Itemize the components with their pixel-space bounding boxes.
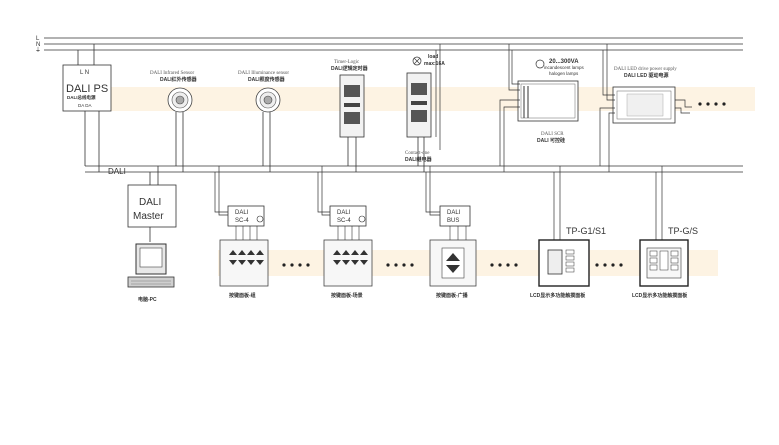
timer-label-cn: DALI逻辑定时器 bbox=[331, 65, 369, 72]
scr-label-cn: DALI 可控硅 bbox=[537, 137, 565, 144]
scr-rating-desc-1: incandescent lamps bbox=[544, 65, 585, 70]
scr-rating-desc-2: halogen lamps bbox=[549, 71, 579, 76]
pc-label: 电脑-PC bbox=[138, 296, 157, 303]
panel-1-label: 按键面板-组 bbox=[229, 292, 256, 299]
scr-module-icon bbox=[517, 80, 579, 122]
relay-label-cn: DALI继电器 bbox=[405, 156, 433, 163]
panel-2: 按键面板-场景 bbox=[323, 239, 373, 299]
led-driver-label-cn: DALI LED 驱动电源 bbox=[624, 72, 668, 79]
ir-sensor-label-cn: DALI红外传感器 bbox=[160, 76, 198, 83]
mains-lines bbox=[44, 37, 743, 51]
led-driver: DALI LED drive power supply DALI LED 驱动电… bbox=[599, 44, 726, 172]
power-supply-da: DA DA bbox=[78, 103, 92, 108]
master-line1: DALI bbox=[139, 197, 161, 208]
panel-4: TP-G1/S1 LCD显示多功能触摸面板 bbox=[530, 166, 606, 299]
relay-load-max: max:16A bbox=[424, 61, 445, 67]
panel-3-label: 按键面板-广播 bbox=[436, 292, 469, 299]
mains-label-pe: ⏚ bbox=[35, 47, 41, 54]
module-1: DALI SC-4 bbox=[214, 166, 265, 240]
relay-load-label: load bbox=[428, 54, 438, 60]
panel-3: 按键面板-广播 bbox=[429, 239, 477, 299]
mains-labels: L N ⏚ bbox=[35, 36, 41, 54]
power-supply-title: DALI PS bbox=[66, 83, 108, 95]
scr-rating: 20...300VA bbox=[549, 59, 579, 65]
master-line2: Master bbox=[133, 211, 164, 222]
panel-5: TP-G/S LCD显示多功能触摸面板 bbox=[632, 166, 698, 299]
panel-2-label: 按键面板-场景 bbox=[331, 292, 363, 299]
module-2-line1: DALI bbox=[337, 210, 351, 216]
module-3: DALI BUS bbox=[425, 166, 471, 240]
continuation-dots bbox=[698, 102, 726, 106]
module-1-line1: DALI bbox=[235, 210, 249, 216]
dots-4 bbox=[595, 263, 623, 267]
lux-sensor-label-en: DALI Illuminance sensor bbox=[238, 71, 289, 76]
pc: 电脑-PC bbox=[127, 243, 175, 303]
dali-power-supply: L N DALI PS DALI总线电源 DA DA bbox=[62, 44, 112, 172]
dots-1 bbox=[282, 263, 310, 267]
ir-sensor-label-en: DALI Infrared Sensor bbox=[150, 71, 194, 76]
timer-label-en: Timer-Logic bbox=[334, 60, 360, 65]
dali-bus-label: DALI bbox=[108, 167, 126, 176]
module-1-line2: SC-4 bbox=[235, 218, 249, 224]
mains-label-n: N bbox=[36, 42, 40, 48]
lux-sensor-label-cn: DALI照度传感器 bbox=[248, 76, 286, 83]
ir-sensor: DALI Infrared Sensor DALI红外传感器 bbox=[150, 71, 198, 172]
dots-3 bbox=[490, 263, 518, 267]
clock-icon bbox=[256, 215, 264, 223]
illuminance-sensor: DALI Illuminance sensor DALI照度传感器 bbox=[238, 71, 289, 172]
dali-bus bbox=[85, 165, 743, 173]
power-supply-ln: L N bbox=[80, 70, 89, 76]
relay-label-en: Contact-one bbox=[405, 151, 430, 156]
relay: load max:16A Contact-one DALI继电器 bbox=[405, 44, 445, 172]
dali-master: DALI Master bbox=[127, 166, 177, 242]
led-driver-label-en: DALI LED drive power supply bbox=[614, 67, 677, 72]
panel-4-label: LCD显示多功能触摸面板 bbox=[530, 292, 586, 299]
power-supply-sub: DALI总线电源 bbox=[67, 94, 96, 101]
timer-logic: Timer-Logic DALI逻辑定时器 bbox=[331, 60, 369, 172]
panel-4-model: TP-G1/S1 bbox=[566, 226, 606, 236]
scr-lamp-icon bbox=[535, 59, 545, 69]
panel-1: 按键面板-组 bbox=[219, 239, 269, 299]
module-2: DALI SC-4 bbox=[317, 166, 367, 240]
mains-label-l: L bbox=[36, 36, 40, 42]
module-2-line2: SC-4 bbox=[337, 218, 351, 224]
module-3-line1: DALI bbox=[447, 210, 461, 216]
scr-label-en: DALI SCR bbox=[541, 132, 564, 137]
dots-2 bbox=[386, 263, 414, 267]
clock-icon bbox=[358, 215, 366, 223]
panel-5-model: TP-G/S bbox=[668, 226, 698, 236]
keyboard-icon bbox=[127, 276, 175, 288]
panel-5-label: LCD显示多功能触摸面板 bbox=[632, 292, 688, 299]
module-3-line2: BUS bbox=[447, 218, 459, 224]
scr-dimmer: 20...300VA incandescent lamps halogen la… bbox=[499, 44, 585, 172]
